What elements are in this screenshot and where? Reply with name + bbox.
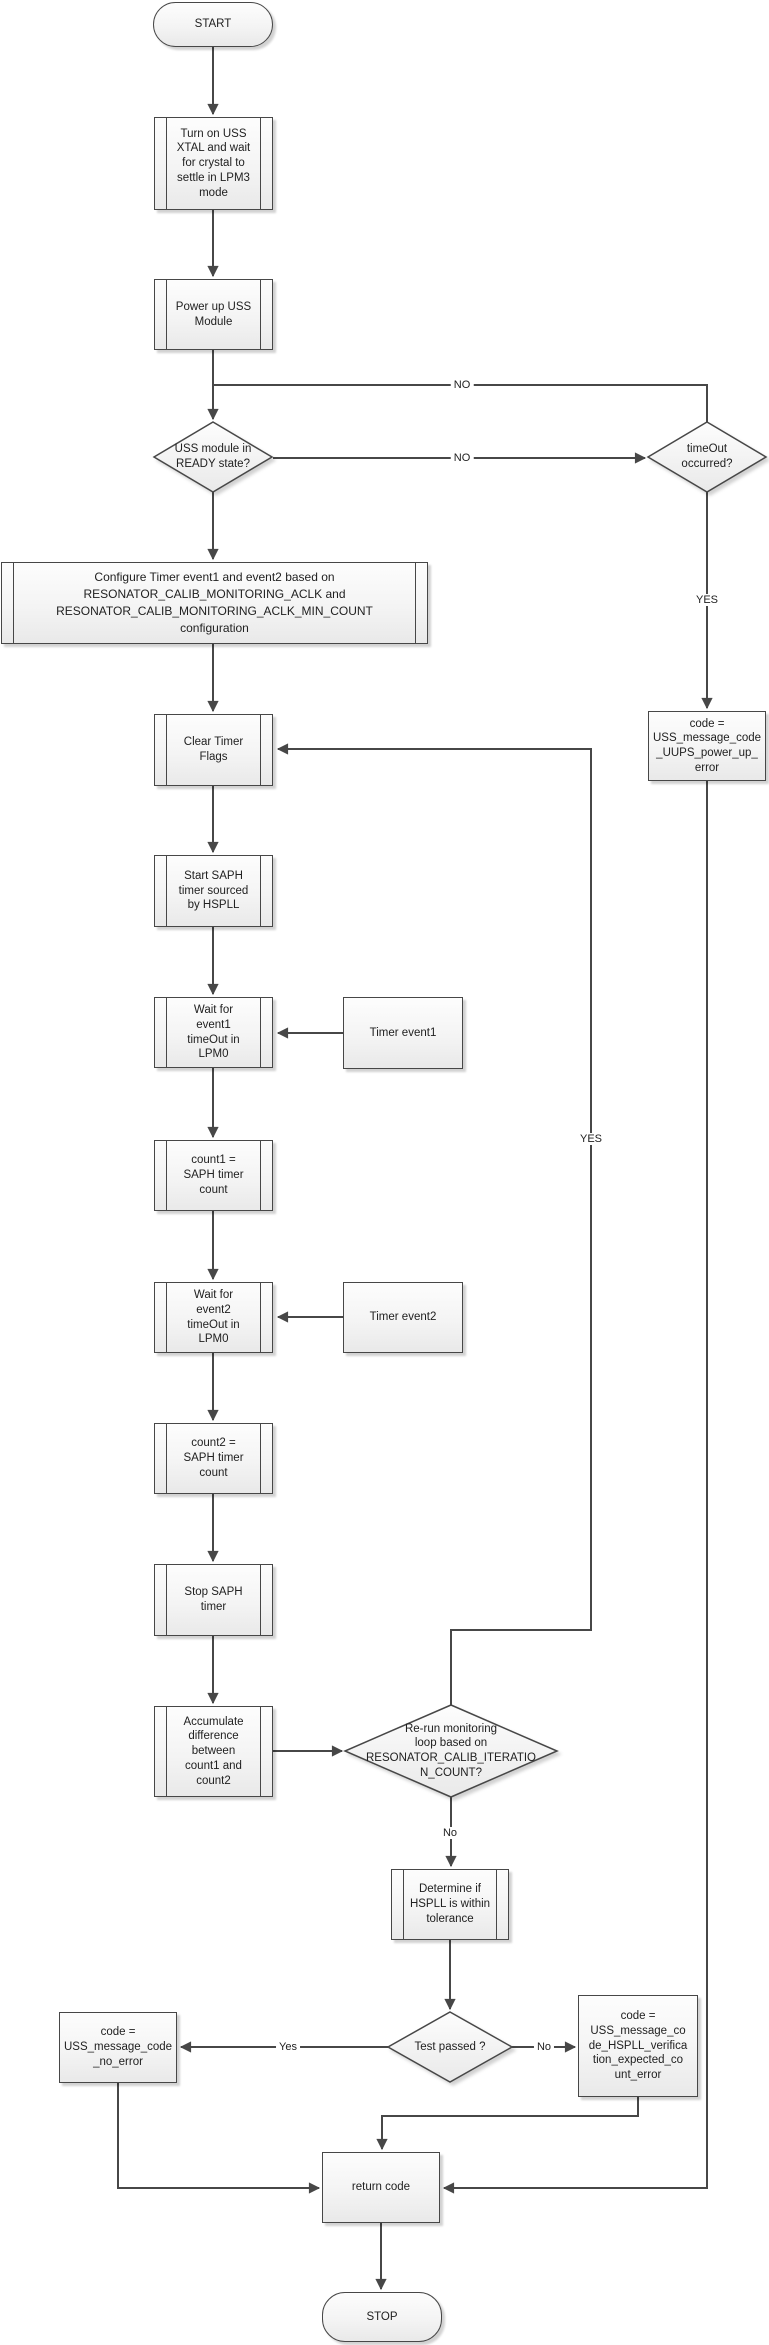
node-determine-hspll-label: Determine if HSPLL is within tolerance (409, 1883, 491, 1925)
node-determine-hspll: Determine if HSPLL is within tolerance (391, 1869, 509, 1940)
node-hspll-error-code: code = USS_message_co de_HSPLL_verifica … (578, 1995, 698, 2097)
edge-hspll-error-to-return (376, 2097, 639, 2151)
edge-no-error-to-return (117, 2083, 321, 2194)
node-turn-on-uss-xtal-label: Turn on USS XTAL and wait for crystal to… (176, 127, 251, 199)
diamond-shape (646, 421, 768, 493)
node-uss-ready-label: USS module in READY state? (174, 443, 252, 470)
node-hspll-error-label: code = USS_message_co de_HSPLL_verifica … (588, 2010, 688, 2082)
node-stop-label: STOP (366, 2310, 398, 2323)
node-turn-on-uss-xtal: Turn on USS XTAL and wait for crystal to… (154, 117, 273, 210)
node-test-passed-decision: Test passed ? (386, 2011, 514, 2083)
diamond-shape (386, 2011, 514, 2083)
edge-label-test-yes: Yes (276, 2041, 300, 2053)
node-power-up-uss-label: Power up USS Module (175, 300, 252, 328)
edge-label-ready-no: NO (450, 452, 474, 464)
node-start-saph-timer: Start SAPH timer sourced by HSPLL (154, 855, 273, 927)
edge-label-timeout-no-return: NO (450, 379, 474, 391)
edge-label-rerun-no: No (439, 1827, 461, 1839)
node-test-passed-label: Test passed ? (414, 2040, 486, 2053)
node-count1: count1 = SAPH timer count (154, 1140, 273, 1211)
node-configure-timer-label: Configure Timer event1 and event2 based … (56, 569, 373, 636)
node-stop-saph-label: Stop SAPH timer (184, 1586, 243, 1613)
edge-label-rerun-yes: YES (576, 1133, 606, 1145)
edge-label-test-no: No (533, 2041, 555, 2053)
node-timer-event2: Timer event2 (343, 1282, 463, 1353)
node-stop-terminator: STOP (322, 2292, 442, 2342)
node-clear-timer-flags: Clear Timer Flags (154, 714, 273, 786)
diamond-shape (343, 1704, 559, 1798)
node-return-code-label: return code (351, 2181, 411, 2194)
node-power-up-uss: Power up USS Module (154, 279, 273, 350)
node-wait-event1: Wait for event1 timeOut in LPM0 (154, 997, 273, 1068)
edge-rerun-yes-loop-to-clear-flags (276, 743, 592, 1705)
diamond-shape (152, 421, 274, 493)
node-count2: count2 = SAPH timer count (154, 1423, 273, 1494)
edge-label-timeout-yes: YES (692, 594, 722, 606)
node-clear-timer-flags-label: Clear Timer Flags (183, 736, 244, 763)
node-uups-error-code: code = USS_message_code _UUPS_power_up_ … (648, 711, 766, 781)
node-start-label: START (194, 18, 232, 31)
node-no-error-label: code = USS_message_code _no_error (63, 2026, 173, 2068)
node-return-code: return code (322, 2152, 440, 2223)
node-count2-label: count2 = SAPH timer count (183, 1437, 244, 1479)
node-count1-label: count1 = SAPH timer count (183, 1154, 244, 1196)
node-accumulate-difference: Accumulate difference between count1 and… (154, 1706, 273, 1797)
node-accumulate-difference-label: Accumulate difference between count1 and… (183, 1715, 244, 1787)
node-timeout-label: timeOut occurred? (681, 443, 733, 470)
node-uups-error-label: code = USS_message_code _UUPS_power_up_ … (652, 717, 762, 774)
node-rerun-decision: Re-run monitoring loop based on RESONATO… (343, 1704, 559, 1798)
node-configure-timer: Configure Timer event1 and event2 based … (1, 562, 428, 644)
node-timer-event2-label: Timer event2 (369, 1311, 437, 1324)
node-timer-event1: Timer event1 (343, 997, 463, 1069)
node-timeout-decision: timeOut occurred? (646, 421, 768, 493)
node-start-saph-label: Start SAPH timer sourced by HSPLL (178, 869, 249, 912)
edge-timeout-no-return (214, 384, 708, 423)
node-wait-event1-label: Wait for event1 timeOut in LPM0 (187, 1004, 240, 1061)
edge-uups-error-to-return (442, 781, 708, 2194)
node-wait-event2-label: Wait for event2 timeOut in LPM0 (187, 1289, 240, 1346)
node-timer-event1-label: Timer event1 (369, 1026, 437, 1039)
node-rerun-label: Re-run monitoring loop based on RESONATO… (366, 1722, 536, 1779)
node-wait-event2: Wait for event2 timeOut in LPM0 (154, 1282, 273, 1353)
node-stop-saph-timer: Stop SAPH timer (154, 1564, 273, 1636)
node-uss-ready-decision: USS module in READY state? (152, 421, 274, 493)
node-no-error-code: code = USS_message_code _no_error (59, 2012, 177, 2083)
node-start-terminator: START (153, 2, 273, 47)
